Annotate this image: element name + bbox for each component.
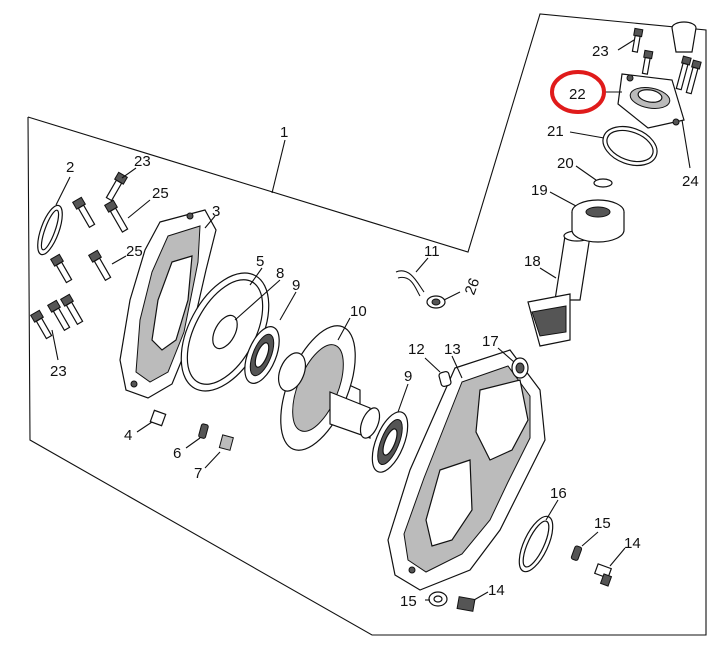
label-19: 19: [531, 182, 548, 199]
label-4: 4: [124, 427, 132, 444]
label-1: 1: [280, 124, 288, 141]
label-20: 20: [557, 155, 574, 172]
part-4-seal: [136, 409, 167, 433]
label-18: 18: [524, 253, 541, 270]
part-11-hose: [395, 257, 429, 297]
part-20-clip: [575, 165, 613, 188]
label-12: 12: [408, 341, 425, 358]
label-15-right: 15: [594, 515, 611, 532]
part-14-bolt-bottom: [456, 591, 489, 612]
part-7-piece: [204, 434, 234, 469]
label-2: 2: [66, 159, 74, 176]
label-14-bottom: 14: [488, 582, 505, 599]
part-17-bushing: [497, 347, 529, 379]
label-14-right: 14: [624, 535, 641, 552]
label-23-left-bottom: 23: [50, 363, 67, 380]
leader-8: [234, 279, 281, 321]
label-24: 24: [682, 173, 699, 190]
part-2-oring: [37, 176, 71, 256]
bolts-left-group: [29, 167, 151, 361]
label-21: 21: [547, 123, 564, 140]
part-15-spring-right: [570, 531, 599, 561]
label-26: 26: [462, 276, 484, 297]
label-5: 5: [256, 253, 264, 270]
part-18-pinion: [527, 230, 591, 347]
part-6-spring: [185, 423, 209, 449]
label-9-lower: 9: [404, 368, 412, 385]
part-26-clamp: [426, 291, 461, 309]
part-22-cap: [604, 73, 685, 129]
highlight-circle: [550, 70, 606, 114]
part-16-oring: [518, 499, 559, 573]
label-10: 10: [350, 303, 367, 320]
label-15-bottom: 15: [400, 593, 417, 610]
label-13: 13: [444, 341, 461, 358]
part-12-plug: [424, 357, 452, 387]
label-23-top: 23: [592, 43, 609, 60]
label-25-mid: 25: [126, 243, 143, 260]
part-19-bearing: [549, 191, 625, 243]
label-17: 17: [482, 333, 499, 350]
label-16: 16: [550, 485, 567, 502]
part-15-washer-bottom: [425, 591, 448, 607]
part-14-plug-right: [593, 547, 626, 587]
part-9-bearing-upper: [244, 291, 297, 384]
assembly-outline: [27, 13, 707, 636]
part-13-housing: [387, 349, 546, 591]
bolts-top-group: [617, 21, 702, 169]
part-3-cover: [119, 209, 217, 399]
part-9-bearing-lower: [371, 383, 409, 473]
label-9-upper: 9: [292, 277, 300, 294]
label-7: 7: [194, 465, 202, 482]
label-23-left-top: 23: [134, 153, 151, 170]
part-10-shaft: [277, 317, 381, 451]
label-22: 22: [569, 86, 586, 103]
label-25-top: 25: [152, 185, 169, 202]
label-8: 8: [276, 265, 284, 282]
label-11: 11: [424, 243, 440, 260]
leader-1: [271, 139, 286, 194]
label-3: 3: [212, 203, 220, 220]
part-21-oring: [569, 125, 658, 167]
label-6: 6: [173, 445, 181, 462]
callout-labels: 1 2 3 4 5 6 7 8 9 9 10 11 12 13 14 14 15…: [50, 43, 699, 610]
